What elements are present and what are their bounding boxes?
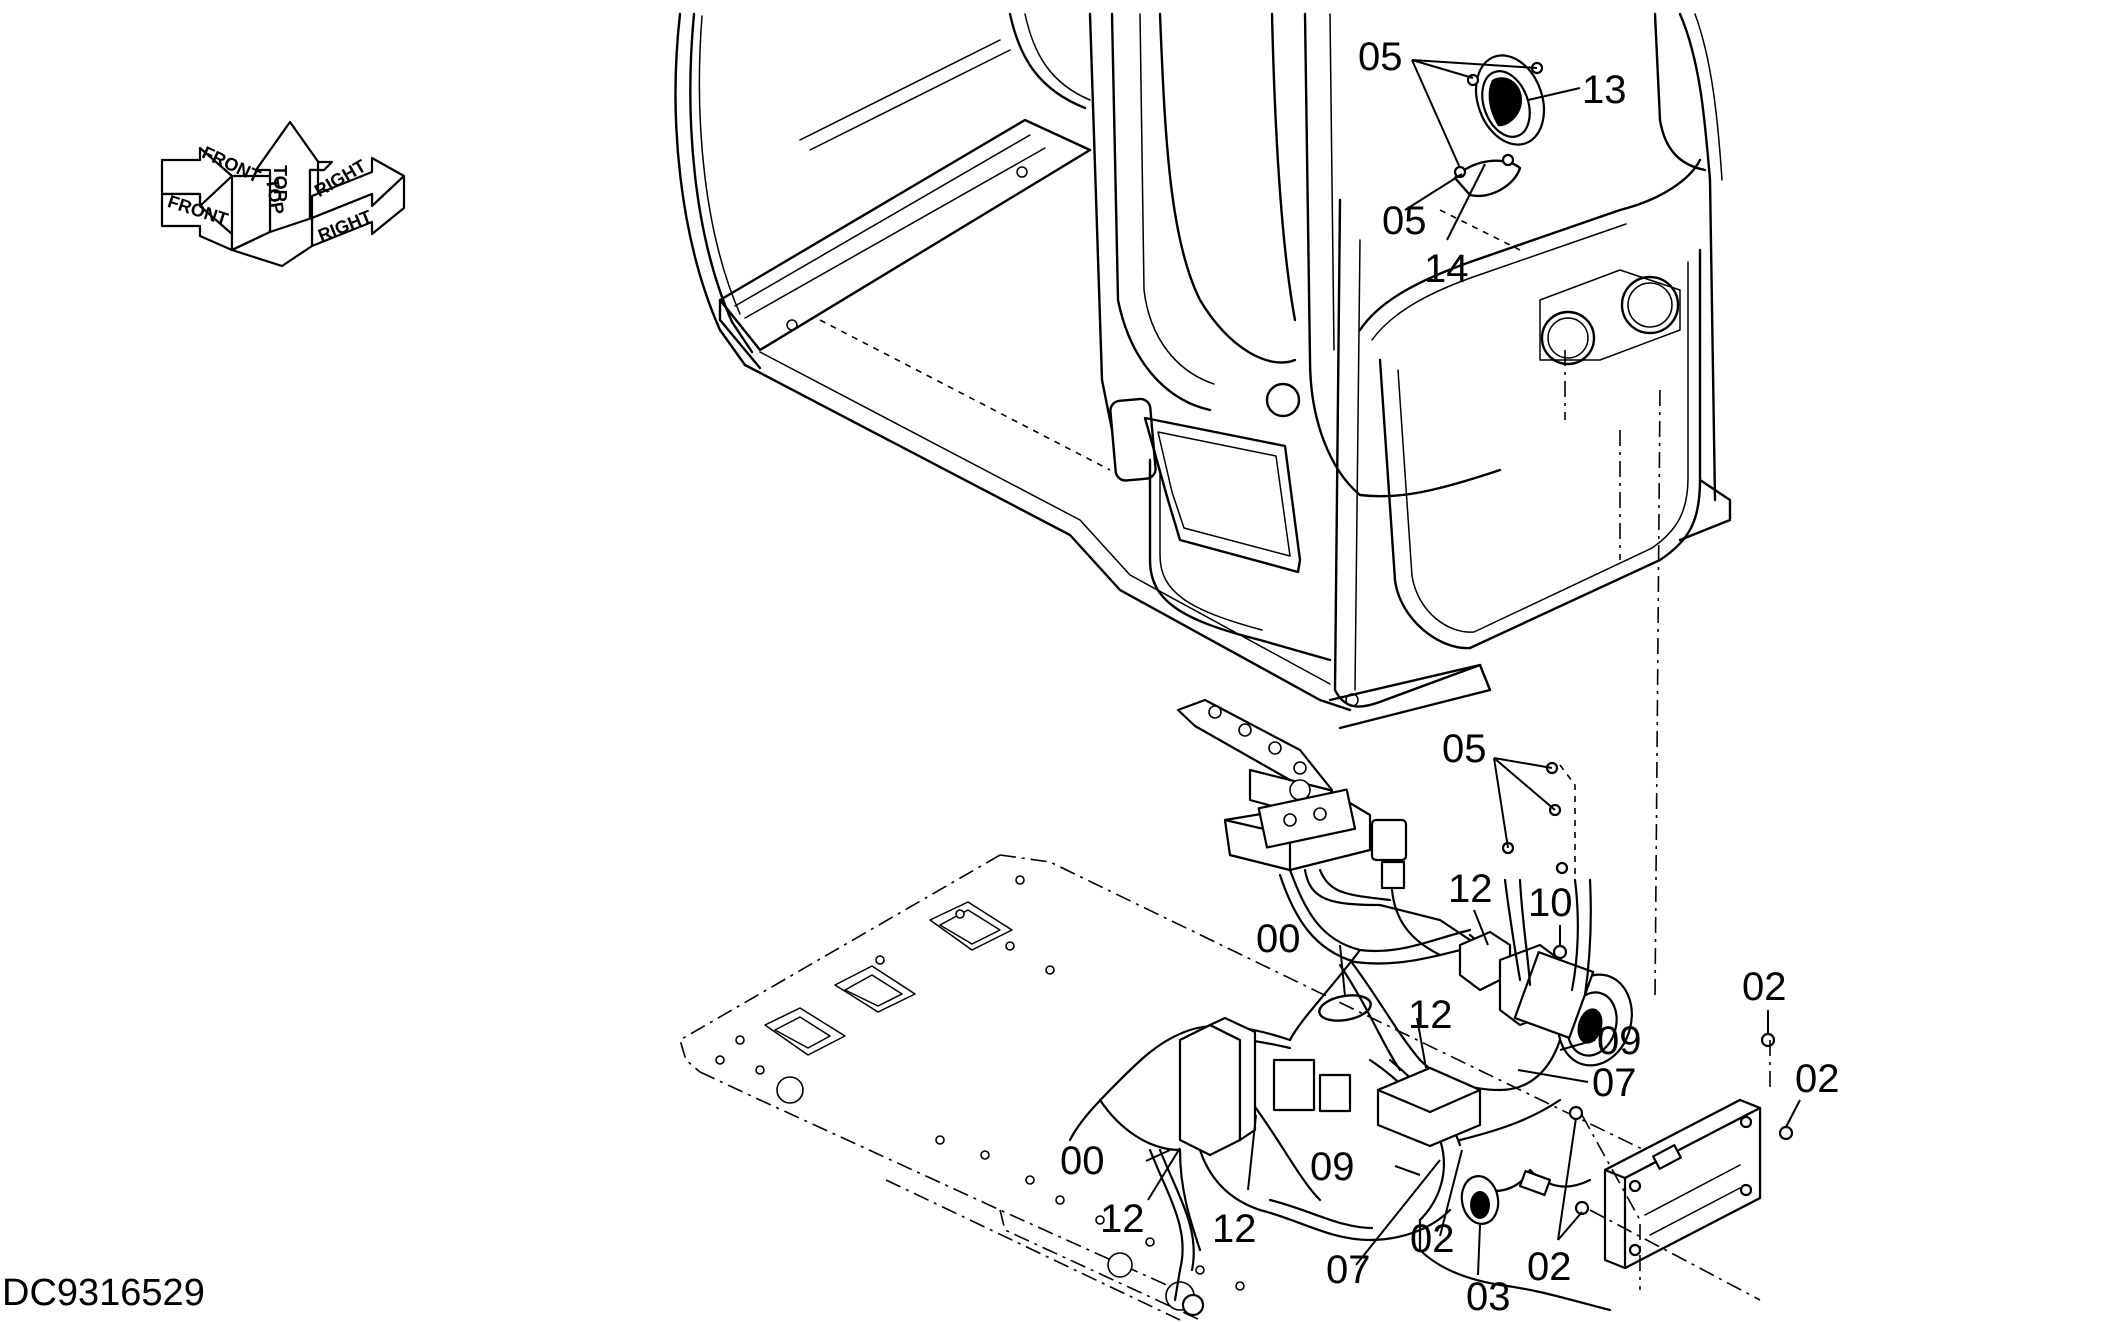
callout-leaders xyxy=(1145,59,1801,1276)
wire-harness xyxy=(1068,761,1633,1317)
cab-frame xyxy=(674,12,1732,1001)
drawing-id: DC9316529 xyxy=(2,1272,205,1314)
callout-03: 03 xyxy=(1466,1275,1511,1319)
callout-14: 14 xyxy=(1424,247,1469,291)
callout-10: 10 xyxy=(1528,881,1573,925)
callout-02-c: 02 xyxy=(1410,1217,1455,1261)
callout-12-a: 12 xyxy=(1448,867,1493,911)
callout-02-a: 02 xyxy=(1742,965,1787,1009)
callout-07-a: 07 xyxy=(1592,1061,1637,1105)
callout-05-top: 05 xyxy=(1358,35,1403,79)
callout-00-a: 00 xyxy=(1256,917,1301,961)
callout-05-mid: 05 xyxy=(1382,199,1427,243)
callout-09-b: 09 xyxy=(1310,1145,1355,1189)
orientation-top-mirrored-label: TOP xyxy=(270,165,290,202)
callout-00-b: 00 xyxy=(1060,1139,1105,1183)
orientation-symbol: FRONT FRONT TOP TOP RIGHT RIGHT xyxy=(160,120,406,268)
callout-05-lower: 05 xyxy=(1442,727,1487,771)
monitor-console xyxy=(1176,698,1472,957)
callout-02-b: 02 xyxy=(1795,1057,1840,1101)
callout-09-a: 09 xyxy=(1597,1019,1642,1063)
callout-07-b: 07 xyxy=(1326,1248,1371,1292)
callout-12-b: 12 xyxy=(1408,993,1453,1037)
connector-seal-assembly xyxy=(1439,54,1546,251)
callout-12-c: 12 xyxy=(1100,1197,1145,1241)
controller-panel xyxy=(1568,1032,1794,1301)
callout-13: 13 xyxy=(1582,68,1627,112)
callout-12-d: 12 xyxy=(1212,1207,1257,1251)
callout-02-d: 02 xyxy=(1527,1245,1572,1289)
callout-labels: 05 13 05 14 05 12 10 00 12 09 07 02 02 0… xyxy=(1060,35,1840,1319)
